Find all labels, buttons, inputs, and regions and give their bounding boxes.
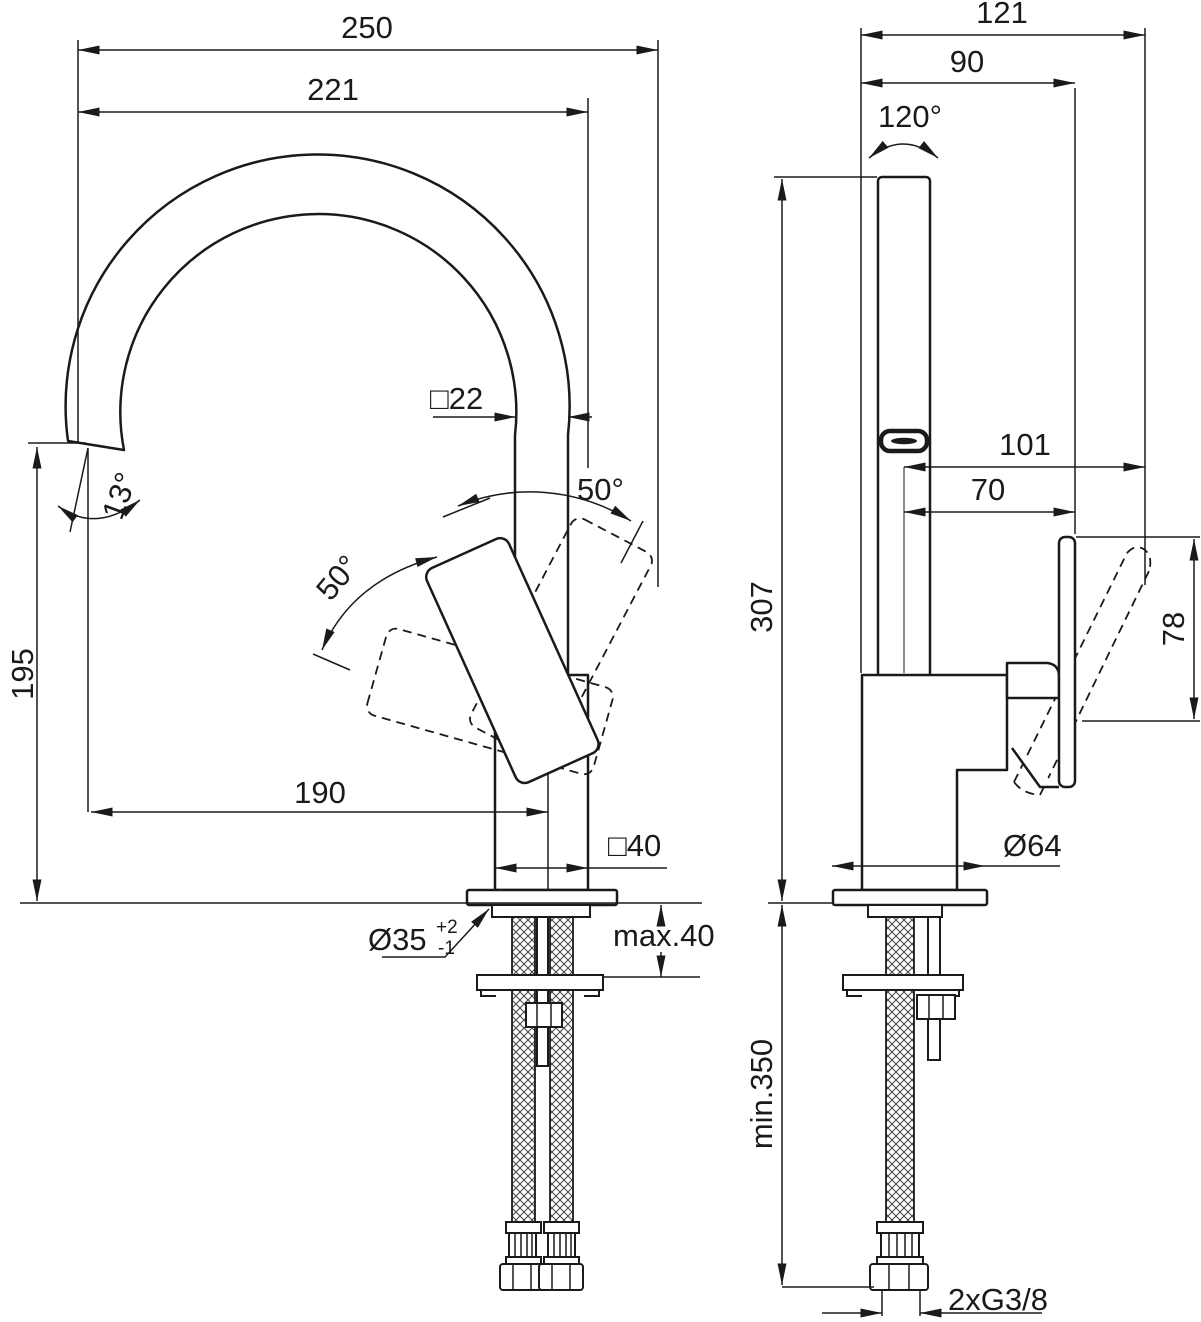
label-307: 307 (744, 581, 779, 633)
front-mounting-flange (842, 974, 964, 991)
label-hole-tol-plus: +2 (436, 917, 458, 938)
front-flex-hose (885, 916, 915, 1223)
label-max40: max.40 (613, 918, 715, 953)
label-221: 221 (307, 72, 359, 107)
flex-hose-right (549, 916, 574, 1223)
dim-spout-tube: □22 (430, 381, 592, 422)
dim-swivel-angle: 120° (868, 99, 942, 159)
front-base-gasket (867, 904, 943, 918)
front-underdeck-parts (842, 916, 964, 1291)
label-2xg38: 2xG3/8 (948, 1282, 1048, 1317)
label-190: 190 (294, 775, 346, 810)
side-underdeck-parts (476, 916, 604, 1291)
dim-swing-left: 50° (309, 548, 438, 671)
dim-spout-reach: 190 (91, 772, 549, 890)
dim-total-height: 307 (744, 176, 877, 901)
label-70: 70 (971, 472, 1005, 507)
dim-connection-thread: 2xG3/8 (822, 1282, 1048, 1318)
flange-hooks (480, 990, 600, 997)
label-121: 121 (976, 0, 1028, 30)
front-stud-lower (927, 1018, 941, 1061)
label-sq40: □40 (608, 828, 661, 863)
label-min350: min.350 (744, 1039, 779, 1149)
dim-handle-length: 78 (1076, 536, 1200, 722)
dim-base-diameter: Ø64 (832, 828, 1062, 871)
label-hole-tol-minus: -1 (438, 938, 455, 959)
dim-handle-reach: 101 (904, 427, 1145, 472)
dim-min-hose-length: min.350 (744, 905, 874, 1288)
front-handle-solid (1005, 535, 1077, 789)
dim-outlet-height: 195 (5, 442, 86, 901)
dim-overall-width: 121 (860, 0, 1146, 673)
dim-swing-right: 50° (442, 472, 644, 564)
base-gasket (491, 904, 591, 918)
stud-lower (536, 1026, 549, 1067)
dim-depth-to-body: 221 (78, 72, 589, 468)
front-mounting-nut (916, 994, 956, 1020)
dim-handle-offset: 70 (904, 472, 1075, 517)
dim-body-square: □40 (495, 828, 667, 873)
front-body (860, 673, 1009, 892)
mounting-nut (525, 1002, 563, 1028)
side-view: 250 221 □22 50° 50° 13° (5, 10, 715, 1291)
label-hole-dia: Ø35 (368, 922, 427, 957)
label-250: 250 (341, 10, 393, 45)
label-195: 195 (5, 648, 40, 700)
label-90: 90 (950, 44, 984, 79)
dim-outlet-angle: 13° (57, 447, 144, 812)
label-50-right: 50° (577, 472, 624, 507)
front-stud (927, 916, 941, 976)
flex-hose-left (511, 916, 536, 1223)
mounting-flange (476, 974, 604, 991)
dim-hole-diameter: Ø35 +2 -1 (368, 908, 490, 959)
label-101: 101 (999, 427, 1051, 462)
nut-facets (536, 1003, 552, 1027)
label-120: 120° (878, 99, 942, 134)
aerator-opening (891, 437, 917, 445)
dim-overall-depth: 250 (77, 10, 659, 587)
label-sq22: □22 (430, 381, 483, 416)
dim-width-to-handle: 90 (861, 44, 1076, 534)
label-78: 78 (1156, 612, 1191, 646)
front-view: 121 90 120° 307 101 70 78 (744, 0, 1200, 1318)
label-dia64: Ø64 (1003, 828, 1062, 863)
handle-dashed-down (366, 627, 614, 776)
front-base-flange (831, 888, 989, 907)
dim-deck-thickness: max.40 (604, 905, 715, 978)
front-hose-fitting (869, 1221, 929, 1291)
hose-fitting-right (538, 1221, 584, 1291)
label-13: 13° (95, 468, 144, 524)
handle-solid (424, 536, 600, 785)
hose-fitting-left (499, 1221, 545, 1291)
